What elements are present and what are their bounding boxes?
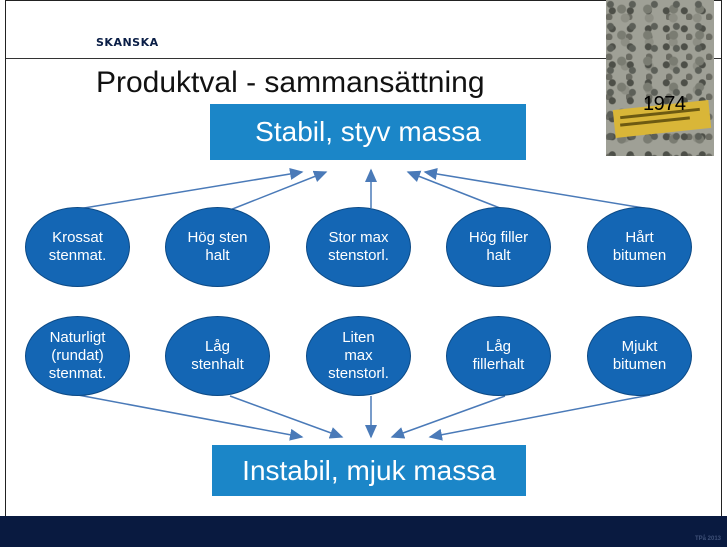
oval-label: Hög sten halt <box>187 229 248 264</box>
oval-large-max-stone-size: Stor max stenstorl. <box>306 207 411 287</box>
arrow <box>423 168 651 210</box>
header-rule <box>6 58 721 59</box>
slide-border-right <box>721 0 722 516</box>
arrow <box>428 394 651 441</box>
arrow <box>390 395 506 439</box>
oval-small-max-stone-size: Liten max stenstorl. <box>306 316 411 396</box>
unstable-mix-box: Instabil, mjuk massa <box>212 445 526 496</box>
oval-label: Hög filler halt <box>468 229 529 264</box>
oval-label: Hårt bitumen <box>612 229 667 264</box>
arrow <box>77 168 304 210</box>
slide-footer: TPå 2013 <box>0 516 727 547</box>
slide-title: Produktval - sammansättning <box>96 66 485 99</box>
oval-label: Krossat stenmat. <box>48 229 107 264</box>
oval-low-filler-content: Låg fillerhalt <box>446 316 551 396</box>
oval-label: Stor max stenstorl. <box>328 229 389 264</box>
arrow <box>229 395 344 439</box>
oval-crushed-aggregate: Krossat stenmat. <box>25 207 130 287</box>
oval-natural-aggregate: Naturligt (rundat) stenmat. <box>25 316 130 396</box>
footer-label: TPå 2013 <box>694 536 721 542</box>
slide-border-left <box>5 0 6 516</box>
cover-year-label: 1974 <box>643 93 686 115</box>
oval-high-stone-content: Hög sten halt <box>165 207 270 287</box>
oval-label: Låg fillerhalt <box>472 338 525 373</box>
oval-label: Liten max stenstorl. <box>328 329 389 382</box>
stable-mix-box: Stabil, styv massa <box>210 104 526 160</box>
oval-label: Låg stenhalt <box>191 338 244 373</box>
slide-border-top <box>5 0 722 1</box>
oval-label: Naturligt (rundat) stenmat. <box>48 329 107 382</box>
skanska-logo: SKANSKA <box>96 36 159 49</box>
oval-low-stone-content: Låg stenhalt <box>165 316 270 396</box>
arrow <box>77 394 304 441</box>
arrow <box>229 170 328 211</box>
oval-hard-bitumen: Hårt bitumen <box>587 207 692 287</box>
oval-soft-bitumen: Mjukt bitumen <box>587 316 692 396</box>
oval-high-filler-content: Hög filler halt <box>446 207 551 287</box>
oval-label: Mjukt bitumen <box>612 338 667 373</box>
